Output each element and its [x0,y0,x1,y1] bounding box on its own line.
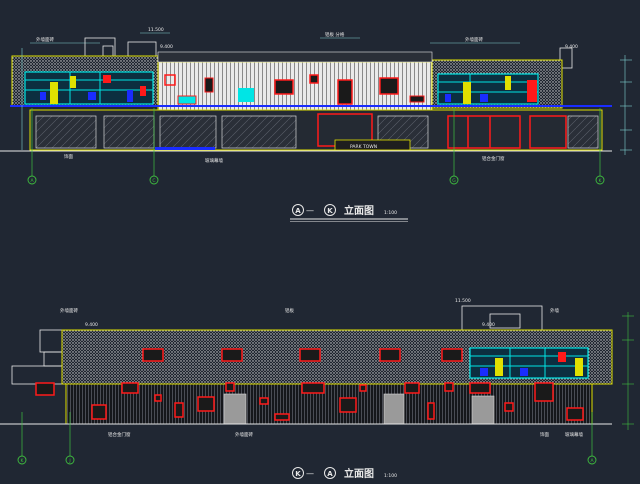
right-level-dims-2 [622,312,634,430]
note-bottom-2: 玻璃幕墙 [205,157,223,164]
svg-text:K: K [599,178,603,184]
ground2-red-openings [35,382,584,421]
note-top-right: 外墙面砖 [465,36,483,43]
level-label-3: 9.400 [565,44,578,50]
elevation-drawing-a-k: 11.500 9.400 9.400 外墙面砖 铝板 分格 外墙面砖 [0,27,632,222]
right-window-band [437,73,539,105]
note2-bottom-1: 铝合金门窗 [108,431,131,438]
title-text-1: 立面图 [344,204,374,217]
level-label-1: 11.500 [148,27,164,33]
title-scale-2: 1:100 [384,473,397,479]
grid2-bubble-j: J [65,455,75,465]
right-level-dims [620,55,632,155]
grid2-bubble-a: A [587,455,597,465]
park-town-sign-frame [334,139,411,151]
level-label-4: 11.500 [455,298,471,304]
note2-top-right: 外墙 [550,307,559,314]
drawing-title-k-a: K — A 立面图 1:100 [292,467,397,480]
grid-bubble-g: G [449,175,459,185]
roof-box-1 [84,37,116,57]
svg-text:—: — [306,469,314,478]
roof2-box-1 [39,329,63,353]
svg-text:K: K [295,470,301,478]
roof2-box-3 [489,313,521,329]
elevation-drawing-k-a: 11.500 9.400 9.400 外墙面砖 铝板 外墙 [0,298,634,480]
blue-base-strip [155,147,215,150]
title-scale-1: 1:100 [384,210,397,216]
title-text-2: 立面图 [344,467,374,480]
note2-bottom-2: 外墙面砖 [235,431,253,438]
note2-top-mid: 铝板 [285,307,294,314]
note2-top-left: 外墙面砖 [60,307,78,314]
ground-floor-shopfronts [35,115,599,149]
note2-bottom-3: 饰面 [540,431,549,438]
roof-box-4 [559,47,573,69]
svg-text:A: A [327,470,333,478]
red-storefront [317,113,567,149]
level-label-6: 9.400 [482,322,495,328]
annex-2 [11,365,63,385]
note-bottom-3: 铝合金门窗 [482,155,505,162]
note-top-mid: 铝板 分格 [325,31,345,38]
middle-dark-band [157,51,433,63]
note2-bottom-4: 玻璃幕墙 [565,431,583,438]
drawing-title-a-k: A — K 立面图 1:100 [290,204,408,222]
grid2-bubble-k: K [17,455,27,465]
roof-box-3 [127,41,157,57]
grid-bubble-a: A [27,175,37,185]
dimension-lines-top [30,32,520,44]
level-label-2: 9.400 [160,44,173,50]
svg-text:A: A [295,207,301,215]
upper2-window-band [469,347,589,379]
note-bottom-1: 饰面 [64,153,73,160]
park-town-sign: PARK TOWN [350,144,377,150]
grid-bubble-c: C [149,175,159,185]
svg-text:C: C [152,178,155,184]
grid-bubble-k: K [595,175,605,185]
level-label-5: 9.400 [85,322,98,328]
roof2-box-2 [461,305,543,331]
upper2-red-windows [142,348,463,362]
svg-text:K: K [21,458,25,464]
middle-windows [164,74,425,105]
svg-text:J: J [68,458,70,464]
ground2-grey-doors [223,393,495,425]
annex-2b [43,351,63,367]
left-window-band [24,71,154,105]
roof-box-2 [102,45,114,57]
svg-text:G: G [452,178,456,184]
svg-text:—: — [306,206,314,215]
svg-text:A: A [30,178,34,184]
svg-text:K: K [327,207,333,215]
svg-text:A: A [590,458,594,464]
note-top-left: 外墙面砖 [36,36,54,43]
